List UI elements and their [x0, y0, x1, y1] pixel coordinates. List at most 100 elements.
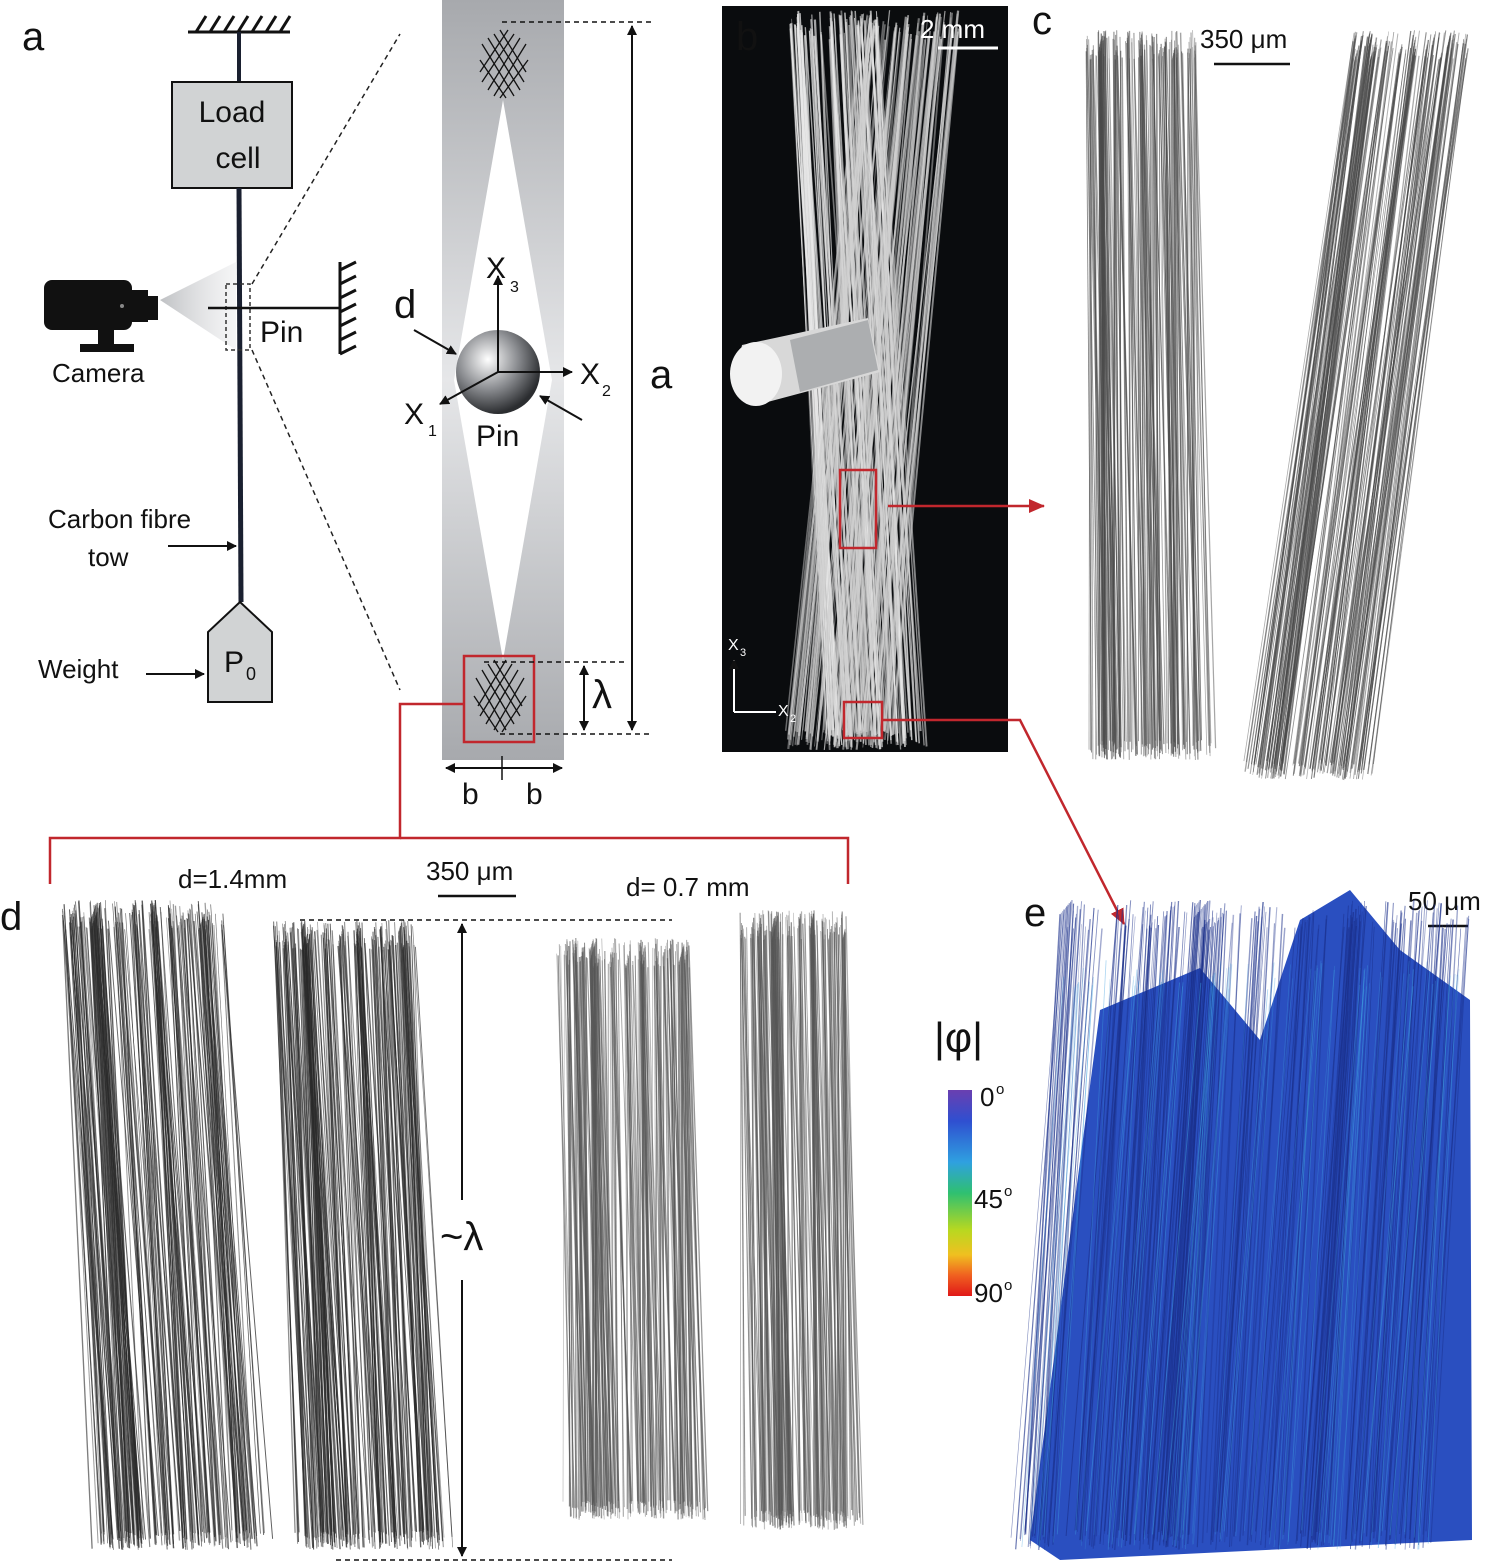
- fibre-strand: [1037, 909, 1082, 1551]
- fibre-strand: [1287, 963, 1323, 1542]
- fibre-strand: [1253, 35, 1363, 764]
- fibre-strand: [837, 18, 920, 747]
- fibre-strand: [822, 921, 835, 1530]
- fibre-strand: [1180, 984, 1214, 1538]
- crossing-fibres-bottom: [473, 659, 527, 733]
- fibre-strand: [1167, 918, 1211, 1534]
- orientation-colorbar: [948, 1090, 972, 1296]
- fibre-strand: [844, 930, 847, 1529]
- fibre-strand: [1413, 919, 1454, 1549]
- fibre-strand: [1418, 969, 1460, 1550]
- fibre-strand: [1053, 976, 1094, 1543]
- fibre-strand: [841, 911, 845, 1527]
- fibre-strand: [1193, 988, 1230, 1545]
- fibre-strand: [1235, 977, 1276, 1537]
- fibre-strand: [80, 917, 124, 1548]
- fibre-strand: [1243, 978, 1294, 1532]
- fibre-strand: [1339, 45, 1433, 766]
- fibre-strand: [1038, 981, 1091, 1548]
- fibre-strand: [1304, 919, 1357, 1537]
- fibre-strand: [1306, 912, 1355, 1549]
- fibre-bundles-d: [61, 900, 864, 1551]
- fibre-strand: [1358, 923, 1403, 1544]
- carbon-fibre-label-2: tow: [88, 542, 129, 572]
- fibre-strand: [381, 922, 409, 1539]
- fibre-strand: [1187, 913, 1225, 1545]
- fibre-strand: [816, 25, 880, 740]
- load-cell-label-1: Load: [199, 96, 266, 129]
- fibre-strand: [877, 12, 939, 734]
- fibre-strand: [740, 922, 763, 1511]
- fibre-strand: [1336, 972, 1382, 1550]
- fibre-strand: [95, 913, 142, 1538]
- fibre-strand: [197, 904, 238, 1538]
- lambda-highlight-box: [462, 654, 536, 744]
- micro-axis-x2-label: X: [778, 703, 789, 720]
- fibre-strand: [687, 942, 693, 1505]
- fibre-strand: [1259, 968, 1312, 1542]
- fibre-strand: [187, 910, 240, 1532]
- fibre-strand: [762, 915, 771, 1511]
- fibre-strand: [787, 937, 802, 1511]
- fibre-strand: [746, 927, 755, 1518]
- fibre-strand: [189, 908, 228, 1549]
- fibre-strand: [1264, 926, 1303, 1548]
- axis-x3-sub: 3: [510, 279, 519, 296]
- fibre-strand: [1332, 46, 1428, 764]
- fibre-strand: [1282, 915, 1328, 1535]
- fibre-strand: [170, 925, 222, 1540]
- fibre-strand: [1100, 40, 1108, 760]
- fibre-strand: [667, 939, 671, 1501]
- fibre-strand: [174, 905, 221, 1546]
- fibre-strand: [1390, 903, 1426, 1540]
- zoom-region: [225, 283, 251, 351]
- fibre-strand: [414, 946, 453, 1537]
- fibre-strand: [1319, 45, 1417, 774]
- weight-symbol: P: [224, 646, 244, 679]
- fibre-strand: [1369, 920, 1412, 1542]
- fibre-strand: [88, 917, 130, 1548]
- fibre-strand: [1191, 964, 1233, 1534]
- fibre-strand: [94, 917, 130, 1543]
- pin-schematic: X 3 X 2 X 1 d Pin a λ b b: [48, 0, 850, 884]
- fibre-strand: [834, 927, 858, 1521]
- fibre-strand: [655, 939, 658, 1516]
- fibre-strand: [407, 920, 444, 1548]
- fibre-strand: [1042, 929, 1089, 1540]
- fibre-strand: [1129, 926, 1180, 1545]
- fibre-strand: [1254, 918, 1304, 1532]
- fibre-strand: [305, 944, 336, 1537]
- fibre-strand: [304, 949, 348, 1542]
- fibre-strand: [327, 923, 360, 1540]
- fibre-strand: [650, 947, 654, 1512]
- fibre-strand: [1084, 976, 1135, 1550]
- fibre-strand: [375, 922, 396, 1534]
- fibre-strand: [1171, 921, 1219, 1537]
- fibre-strand: [375, 935, 413, 1541]
- fibre-strand: [800, 911, 806, 1514]
- carbon-fibre-label-1: Carbon fibre: [48, 504, 191, 534]
- fibre-strand: [1252, 31, 1356, 773]
- fibre-strand: [381, 937, 406, 1545]
- zoom-line-bottom: [251, 349, 401, 691]
- fibre-strand: [613, 952, 619, 1509]
- fibre-strand: [151, 916, 184, 1549]
- fibre-strand: [1141, 33, 1157, 741]
- fibre-strand: [1234, 907, 1278, 1532]
- fibre-strand: [1319, 38, 1414, 761]
- fibre-strand: [284, 931, 307, 1534]
- fibre-strand: [849, 35, 931, 741]
- fibre-strand: [1021, 976, 1064, 1548]
- fibre-strand: [1113, 919, 1156, 1537]
- fibre-strand: [770, 931, 782, 1515]
- fibre-strand: [1176, 31, 1200, 741]
- fibre-strand: [74, 913, 121, 1542]
- fibre-strand: [1160, 43, 1176, 747]
- fibre-strand: [171, 908, 215, 1547]
- fibre-strand: [1404, 973, 1456, 1535]
- fibre-strand: [1230, 927, 1268, 1547]
- fibre-strand: [1377, 920, 1423, 1542]
- fibre-strand: [1427, 926, 1466, 1538]
- fibre-strand: [1087, 44, 1108, 759]
- fibre-strand: [1047, 907, 1095, 1547]
